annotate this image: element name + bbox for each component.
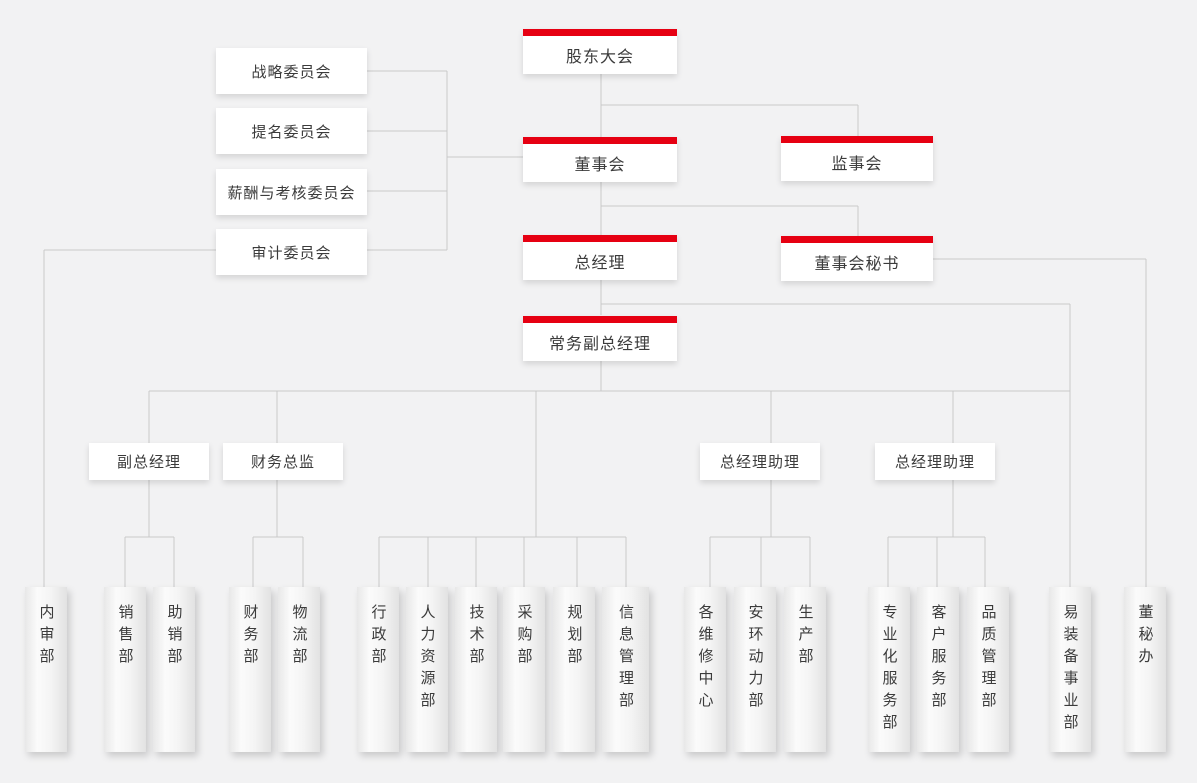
node-dept-information-management: 信息管理部 (602, 587, 649, 752)
dept-label: 易装备事业部 (1061, 604, 1079, 736)
node-dept-quality-management: 品质管理部 (967, 587, 1009, 752)
dept-label: 规划部 (565, 604, 583, 670)
node-supervisory-board: 监事会 (781, 136, 933, 181)
node-dept-sales-support: 助销部 (153, 587, 195, 752)
node-board-of-directors: 董事会 (523, 137, 677, 182)
node-dept-procurement: 采购部 (503, 587, 545, 752)
node-dept-internal-audit: 内审部 (25, 587, 67, 752)
dept-label: 安环动力部 (746, 604, 764, 714)
department-drop-lines (124, 537, 986, 587)
node-gm-assistant-2: 总经理助理 (875, 443, 995, 480)
dept-label: 物流部 (290, 604, 308, 670)
node-dept-finance: 财务部 (229, 587, 271, 752)
node-gm-assistant-1: 总经理助理 (700, 443, 820, 480)
node-dept-equipment-division: 易装备事业部 (1049, 587, 1091, 752)
node-general-manager: 总经理 (523, 235, 677, 280)
node-dept-logistics: 物流部 (278, 587, 320, 752)
node-dept-safety-environment-power: 安环动力部 (734, 587, 776, 752)
node-dept-human-resources: 人力资源部 (406, 587, 448, 752)
dept-label: 生产部 (796, 604, 814, 670)
node-committee-remuneration-assessment: 薪酬与考核委员会 (216, 169, 367, 215)
dept-label: 财务部 (241, 604, 259, 670)
node-dept-production: 生产部 (784, 587, 826, 752)
dept-label: 内审部 (37, 604, 55, 670)
node-dept-maintenance-centers: 各维修中心 (684, 587, 726, 752)
gm-equipment-link-lines (601, 303, 1071, 587)
supervisory-link-lines (601, 104, 859, 136)
node-dept-technology: 技术部 (455, 587, 497, 752)
dept-label: 客户服务部 (929, 604, 947, 714)
node-board-secretary: 董事会秘书 (781, 236, 933, 281)
dept-label: 行政部 (369, 604, 387, 670)
node-dept-administration: 行政部 (357, 587, 399, 752)
node-dept-planning: 规划部 (553, 587, 595, 752)
node-executive-deputy-gm: 常务副总经理 (523, 316, 677, 361)
dept-label: 技术部 (467, 604, 485, 670)
node-dept-customer-service: 客户服务部 (917, 587, 959, 752)
dept-label: 人力资源部 (418, 604, 436, 714)
dept-label: 董秘办 (1136, 604, 1154, 670)
dept-label: 各维修中心 (696, 604, 714, 714)
node-deputy-gm: 副总经理 (89, 443, 209, 480)
committee-link-lines (43, 70, 523, 587)
node-dept-sales: 销售部 (104, 587, 146, 752)
node-dept-specialized-services: 专业化服务部 (868, 587, 910, 752)
dept-label: 销售部 (116, 604, 134, 670)
dept-label: 采购部 (515, 604, 533, 670)
node-committee-audit: 审计委员会 (216, 229, 367, 275)
dept-label: 专业化服务部 (880, 604, 898, 736)
node-committee-strategy: 战略委员会 (216, 48, 367, 94)
node-committee-nomination: 提名委员会 (216, 108, 367, 154)
dept-label: 助销部 (165, 604, 183, 670)
node-dept-board-secretary-office: 董秘办 (1124, 587, 1166, 752)
node-finance-director: 财务总监 (223, 443, 343, 480)
dept-label: 品质管理部 (979, 604, 997, 714)
dept-label: 信息管理部 (617, 604, 634, 714)
node-shareholders-meeting: 股东大会 (523, 29, 677, 74)
board-secretary-link-lines (601, 205, 1147, 587)
mid-manager-drop-lines (148, 391, 954, 537)
